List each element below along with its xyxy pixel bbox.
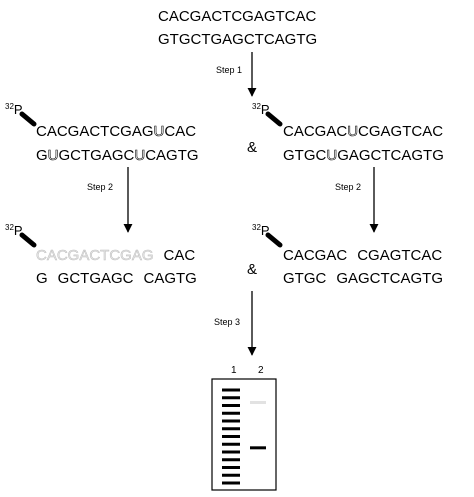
p32-label-bot-right: 32P <box>252 223 283 248</box>
top-strand-1: CACGACTCGAGTCAC <box>158 8 317 25</box>
ladder-lane <box>222 388 240 485</box>
mid-right-strand-2: GTGCUGAGCTCAGTG <box>283 147 444 164</box>
ladder-band <box>222 411 240 415</box>
ladder-band <box>222 450 240 454</box>
ladder-band <box>222 388 240 392</box>
gel-frame <box>211 378 277 491</box>
p32-label-mid-left: 32P <box>5 102 37 127</box>
p32-label-bot-left: 32P <box>5 223 37 248</box>
svg-text:32P: 32P <box>252 102 270 117</box>
ladder-band <box>222 466 240 469</box>
ladder-band <box>222 442 240 446</box>
step1-label: Step 1 <box>216 65 242 75</box>
top-strand-2: GTGCTGAGCTCAGTG <box>158 31 317 48</box>
ampersand-mid: & <box>247 139 257 156</box>
label-tail <box>19 232 37 248</box>
ladder-band <box>222 473 240 477</box>
step3-label: Step 3 <box>214 317 240 327</box>
svg-text:32P: 32P <box>5 223 23 238</box>
svg-text:32P: 32P <box>252 223 270 238</box>
lane1-label: 1 <box>231 365 237 376</box>
ladder-band <box>222 435 240 438</box>
p32-label-mid-right: 32P <box>252 102 283 127</box>
ladder-band <box>222 419 240 423</box>
mid-left-strand-2: GUGCTGAGCUCAGTG <box>36 147 199 164</box>
released-fragment: CACGACTCGAG <box>36 247 154 264</box>
ladder-band <box>222 481 240 485</box>
lane2-faint-band <box>250 401 266 404</box>
svg-text:32P: 32P <box>5 102 23 117</box>
lane2-label: 2 <box>258 365 264 376</box>
step2-right-label: Step 2 <box>335 182 361 192</box>
lane2-product-band <box>250 446 266 450</box>
ampersand-bottom: & <box>247 261 257 278</box>
ladder-band <box>222 458 240 462</box>
ladder-band <box>222 396 240 400</box>
mid-left-strand-1: CACGACTCGAGUCAC <box>36 123 196 140</box>
label-tail <box>19 111 37 127</box>
label-tail <box>265 111 283 127</box>
ladder-band <box>222 404 240 407</box>
ladder-band <box>222 427 240 431</box>
label-tail <box>265 232 283 248</box>
mid-right-strand-1: CACGACUCGAGTCAC <box>283 123 443 140</box>
step2-left-label: Step 2 <box>87 182 113 192</box>
